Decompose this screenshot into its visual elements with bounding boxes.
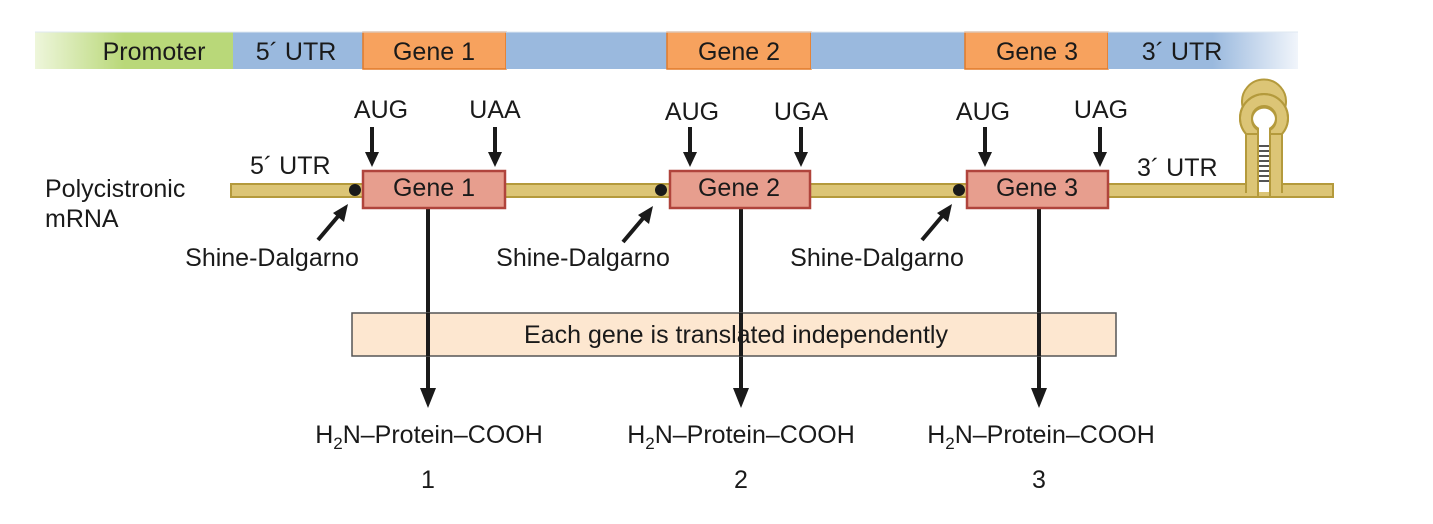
- dna-gene2-label: Gene 2: [698, 38, 780, 66]
- start-codon-2: AUG: [665, 98, 719, 126]
- mrna-utr3-label: 3´ UTR: [1137, 154, 1218, 182]
- dna-gene1-segment: [362, 31, 507, 70]
- note-text: Each gene is translated independently: [524, 321, 948, 349]
- dna-spacer2-segment: [811, 32, 965, 69]
- hairpin-base-pairs: [1258, 145, 1270, 182]
- mrna-gene-box-1: [361, 169, 507, 210]
- protein-label-2: H2N–Protein–COOH: [627, 421, 855, 453]
- mrna-gene-box-3: [965, 169, 1110, 210]
- translation-arrowhead-1: [420, 388, 436, 408]
- start-arrowhead-3: [978, 152, 992, 167]
- start-arrowhead-1: [365, 152, 379, 167]
- translation-note: Each gene is translated independently: [351, 312, 1117, 357]
- protein-1: H2N–Protein–COOH 1: [315, 421, 543, 494]
- translation-arrowhead-3: [1031, 388, 1047, 408]
- mrna-label-line1: Polycistronic: [45, 175, 185, 203]
- sd-pointer-2: [621, 214, 647, 244]
- hairpin-loop-inner: [1251, 105, 1277, 131]
- gene-unit-3: Gene 3 AUG UAG Shine-Dalgarno: [790, 96, 1128, 408]
- mrna-gene-box-2: [668, 169, 812, 210]
- start-arrowhead-2: [683, 152, 697, 167]
- protein-3: H2N–Protein–COOH 3: [927, 421, 1155, 494]
- stop-arrowhead-3: [1093, 152, 1107, 167]
- dna-utr3-segment: [1108, 32, 1298, 69]
- dna-promoter-segment: [35, 32, 233, 69]
- sd-pointer-1: [316, 212, 342, 242]
- gene-unit-1: Gene 1 AUG UAA Shine-Dalgarno: [185, 96, 521, 408]
- protein-2: H2N–Protein–COOH 2: [627, 421, 855, 494]
- translation-arrowhead-2: [733, 388, 749, 408]
- dna-spacer1-segment: [506, 32, 667, 69]
- shine-dalgarno-label-2: Shine-Dalgarno: [496, 244, 670, 272]
- dna-utr5-label: 5´ UTR: [256, 38, 337, 66]
- dna-utr3-label: 3´ UTR: [1142, 38, 1223, 66]
- stop-arrowhead-2: [794, 152, 808, 167]
- protein-number-1: 1: [421, 466, 435, 494]
- stop-codon-3: UAG: [1074, 96, 1128, 124]
- dna-promoter-label: Promoter: [103, 38, 206, 66]
- shine-dalgarno-label-1: Shine-Dalgarno: [185, 244, 359, 272]
- shine-dalgarno-label-3: Shine-Dalgarno: [790, 244, 964, 272]
- dna-bar: Promoter 5´ UTR Gene 1 Gene 2 Gene 3 3´ …: [35, 31, 1298, 70]
- protein-label-3: H2N–Protein–COOH: [927, 421, 1155, 453]
- start-codon-3: AUG: [956, 98, 1010, 126]
- mrna-gene-label-1: Gene 1: [393, 174, 475, 202]
- sd-pointer-3: [920, 212, 946, 242]
- protein-number-3: 3: [1032, 466, 1046, 494]
- mrna-label-line2: mRNA: [45, 205, 119, 233]
- note-box: [351, 312, 1117, 357]
- protein-label-1: H2N–Protein–COOH: [315, 421, 543, 453]
- stop-codon-1: UAA: [469, 96, 521, 124]
- shine-dalgarno-dot-2: [655, 184, 667, 196]
- mrna-strand: [230, 78, 1334, 198]
- gene-unit-2: Gene 2 AUG UGA Shine-Dalgarno: [496, 98, 828, 408]
- stop-arrowhead-1: [488, 152, 502, 167]
- shine-dalgarno-dot-3: [953, 184, 965, 196]
- dna-gene3-label: Gene 3: [996, 38, 1078, 66]
- sd-pointer-head-1: [333, 204, 348, 222]
- sd-pointer-head-2: [638, 206, 653, 224]
- mrna-gene-label-3: Gene 3: [996, 174, 1078, 202]
- mrna-gene-label-2: Gene 2: [698, 174, 780, 202]
- mrna-utr5-label: 5´ UTR: [250, 152, 331, 180]
- start-codon-1: AUG: [354, 96, 408, 124]
- sd-pointer-head-3: [937, 204, 952, 222]
- dna-utr5-segment: [233, 32, 363, 69]
- shine-dalgarno-dot-1: [349, 184, 361, 196]
- protein-number-2: 2: [734, 466, 748, 494]
- dna-gene1-label: Gene 1: [393, 38, 475, 66]
- stop-codon-2: UGA: [774, 98, 829, 126]
